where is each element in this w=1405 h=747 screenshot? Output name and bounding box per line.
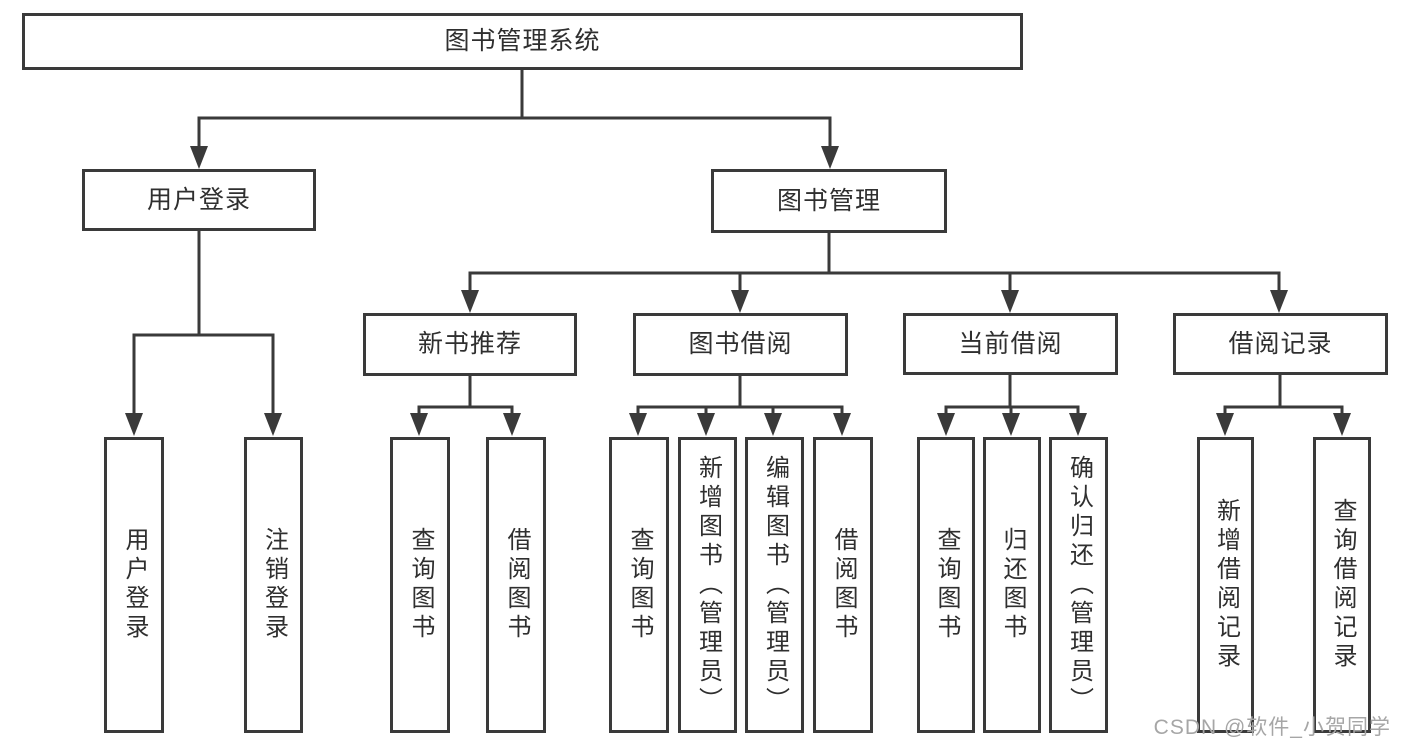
arrow-down-icon	[190, 146, 208, 169]
connector-lines	[132, 67, 1344, 417]
leaf-query-borrow-record: 查询借阅记录	[1313, 437, 1371, 733]
node-book-management: 图书管理	[711, 169, 947, 233]
leaf-add-books-admin: 新增图书（管理员）	[678, 437, 737, 733]
arrow-down-icon	[1333, 413, 1351, 436]
leaf-logout: 注销登录	[244, 437, 303, 733]
arrow-down-icon	[461, 290, 479, 313]
leaf-edit-books-admin: 编辑图书（管理员）	[745, 437, 804, 733]
arrow-down-icon	[937, 413, 955, 436]
leaf-user-login: 用户登录	[104, 437, 164, 733]
connector-current-leaves	[944, 373, 1080, 417]
leaf-query-books-borrow: 查询图书	[609, 437, 669, 733]
connector-root-level2	[197, 67, 832, 149]
arrow-down-icon	[264, 413, 282, 436]
arrow-down-icon	[629, 413, 647, 436]
connector-login-leaves	[132, 229, 275, 416]
node-system-root: 图书管理系统	[22, 13, 1023, 70]
node-new-book-recommend: 新书推荐	[363, 313, 577, 376]
csdn-watermark: CSDN @软件_小贺同学	[1153, 716, 1391, 739]
arrow-down-icon	[1002, 413, 1020, 436]
arrow-down-icon	[410, 413, 428, 436]
leaf-confirm-return-admin: 确认归还（管理员）	[1049, 437, 1108, 733]
arrow-down-icon	[833, 413, 851, 436]
connector-borrow-leaves	[636, 374, 844, 417]
leaf-query-books-recommend: 查询图书	[390, 437, 450, 733]
leaf-borrow-books: 借阅图书	[813, 437, 873, 733]
node-current-borrow: 当前借阅	[903, 313, 1118, 375]
connector-records-leaves	[1223, 373, 1344, 417]
leaf-return-books: 归还图书	[983, 437, 1041, 733]
arrow-down-icon	[697, 413, 715, 436]
leaf-add-borrow-record: 新增借阅记录	[1197, 437, 1254, 733]
arrow-down-icon	[1069, 413, 1087, 436]
connector-mgmt-level3	[468, 231, 1281, 294]
node-book-borrow: 图书借阅	[633, 313, 848, 376]
node-borrow-records: 借阅记录	[1173, 313, 1388, 375]
leaf-borrow-books-recommend: 借阅图书	[486, 437, 546, 733]
arrow-down-icon	[1001, 290, 1019, 313]
arrow-down-icon	[764, 413, 782, 436]
connector-newrec-leaves	[417, 374, 514, 417]
arrow-down-icon	[1270, 290, 1288, 313]
arrow-down-icon	[125, 413, 143, 436]
arrow-down-icon	[1216, 413, 1234, 436]
arrow-down-icon	[821, 146, 839, 169]
leaf-query-books-current: 查询图书	[917, 437, 975, 733]
arrowheads	[125, 146, 1351, 436]
arrow-down-icon	[503, 413, 521, 436]
arrow-down-icon	[731, 290, 749, 313]
node-user-login: 用户登录	[82, 169, 316, 231]
